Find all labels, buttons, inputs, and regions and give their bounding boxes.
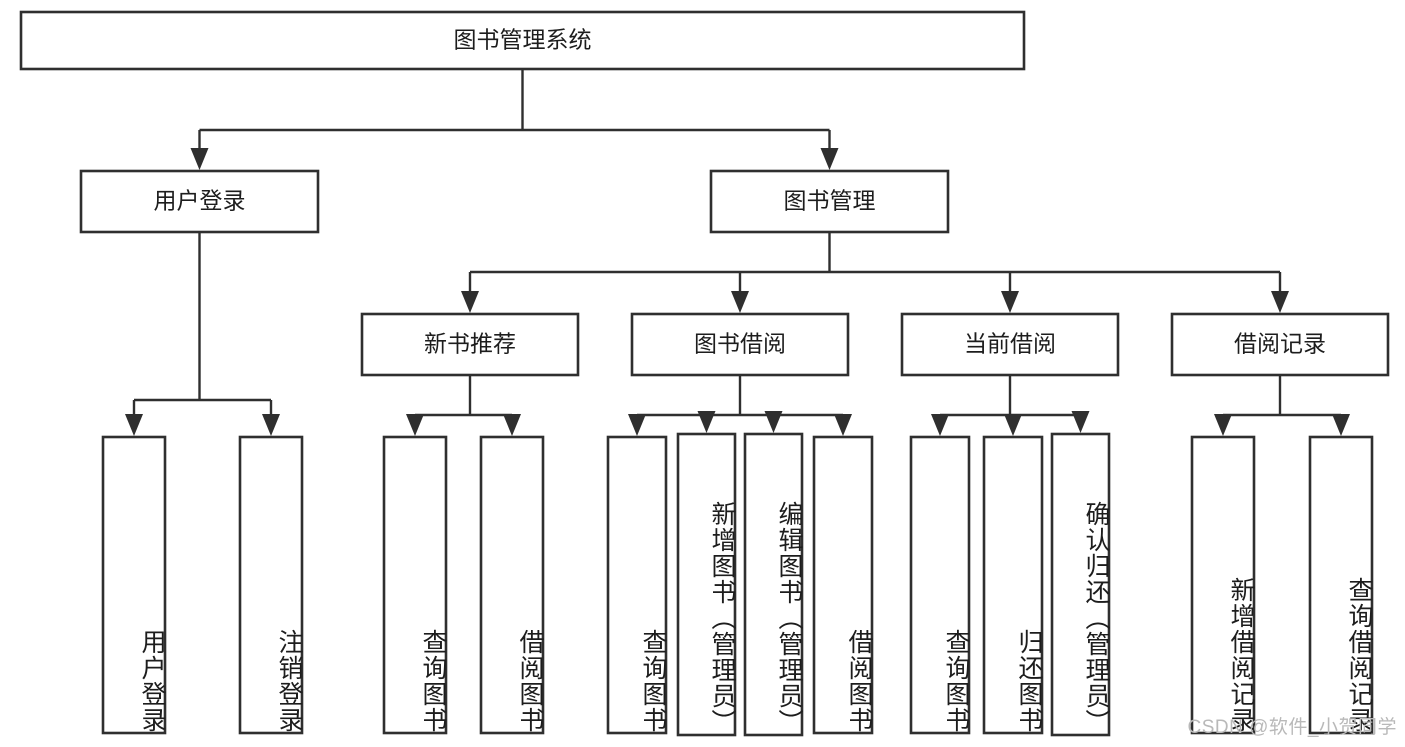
arrow-head (1004, 414, 1022, 436)
node-box-leaf-query-borrow-record[interactable] (1308, 435, 1374, 735)
arrow-head (406, 414, 424, 436)
node-boxes-layer (19, 10, 1390, 737)
node-box-user-login[interactable] (79, 169, 320, 234)
node-box-leaf-borrow-book[interactable] (812, 435, 874, 735)
node-label-book-management: 图书管理 (784, 188, 876, 214)
arrow-head (190, 148, 209, 170)
node-box-leaf-return-book[interactable] (982, 435, 1044, 735)
node-box-leaf-query-book-rec[interactable] (382, 435, 448, 735)
arrow-head (820, 148, 839, 170)
arrow-head (262, 414, 280, 436)
node-label-book-borrow: 图书借阅 (694, 331, 786, 357)
connectors-layer (125, 69, 1350, 436)
node-label-new-book-recommend: 新书推荐 (424, 331, 516, 357)
node-box-leaf-borrow-book-rec[interactable] (479, 435, 545, 735)
node-label-root: 图书管理系统 (454, 27, 592, 53)
node-box-current-borrow[interactable] (900, 312, 1120, 377)
arrow-head (731, 291, 749, 313)
arrow-head (1001, 291, 1019, 313)
node-box-leaf-add-borrow-record[interactable] (1190, 435, 1256, 735)
node-box-root[interactable] (19, 10, 1026, 71)
node-box-book-borrow[interactable] (630, 312, 850, 377)
arrow-head (931, 414, 949, 436)
node-box-leaf-add-book-admin[interactable] (676, 432, 737, 737)
arrow-head (697, 411, 716, 433)
node-box-book-management[interactable] (709, 169, 950, 234)
arrow-head (1271, 291, 1289, 313)
node-box-leaf-user-login[interactable] (101, 435, 167, 735)
watermark-text: CSDN @软件_小贺同学 (1187, 717, 1397, 738)
arrow-head (503, 414, 521, 436)
arrow-head (834, 414, 852, 436)
node-box-borrow-record[interactable] (1170, 312, 1390, 377)
node-box-leaf-query-book-borrow[interactable] (606, 435, 668, 735)
node-box-leaf-confirm-return-admin[interactable] (1050, 432, 1111, 737)
arrow-head (628, 414, 646, 436)
arrow-head (1332, 414, 1350, 436)
node-box-new-book-recommend[interactable] (360, 312, 580, 377)
node-label-borrow-record: 借阅记录 (1234, 331, 1326, 357)
arrow-head (125, 414, 143, 436)
arrow-head (1071, 411, 1090, 433)
arrow-head (1214, 414, 1232, 436)
node-label-current-borrow: 当前借阅 (964, 331, 1056, 357)
node-box-leaf-edit-book-admin[interactable] (743, 432, 804, 737)
node-box-leaf-query-book-current[interactable] (909, 435, 971, 735)
node-box-leaf-logout[interactable] (238, 435, 304, 735)
arrow-head (461, 291, 479, 313)
node-label-user-login: 用户登录 (154, 188, 246, 214)
arrow-head (764, 411, 783, 433)
